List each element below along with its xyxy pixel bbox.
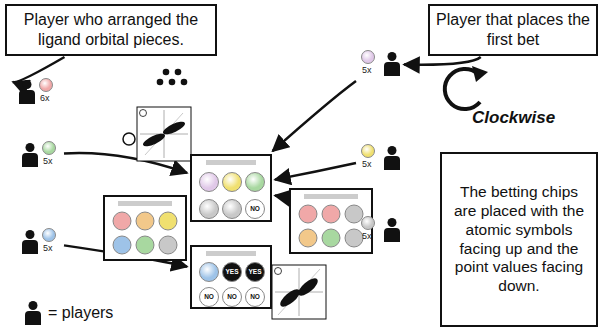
chip-label: NO bbox=[250, 205, 260, 212]
betting-board: YES YES NO NO NO bbox=[190, 245, 272, 309]
chip-count: 5x bbox=[362, 159, 372, 169]
player-icon bbox=[383, 146, 401, 170]
betting-chip bbox=[199, 199, 219, 219]
orbital-marker bbox=[123, 133, 135, 145]
legend-swatch bbox=[24, 301, 42, 325]
betting-chip bbox=[245, 172, 265, 192]
board-header bbox=[206, 251, 256, 256]
callout-box: The betting chips are placed with the at… bbox=[440, 152, 598, 327]
player-icon bbox=[18, 80, 36, 104]
orbital-diagram bbox=[272, 265, 326, 319]
betting-chip bbox=[42, 228, 56, 242]
chip-count: 5x bbox=[43, 243, 53, 253]
betting-chip bbox=[42, 141, 56, 155]
arrow-connector bbox=[275, 163, 356, 180]
chip-count: 5x bbox=[362, 231, 372, 241]
chip-label: NO bbox=[204, 293, 214, 300]
player: 5x bbox=[357, 214, 401, 246]
betting-chip bbox=[361, 50, 375, 64]
player-icon bbox=[21, 143, 39, 167]
chip-count: 5x bbox=[43, 156, 53, 166]
player-icon bbox=[21, 230, 39, 254]
callout-text: The betting chips are placed with the at… bbox=[448, 183, 590, 296]
betting-chip bbox=[361, 144, 375, 158]
board-header bbox=[206, 160, 256, 165]
player: 5x bbox=[19, 226, 63, 258]
betting-chip: NO bbox=[199, 287, 219, 307]
betting-board bbox=[290, 189, 372, 253]
orbital-diagram bbox=[137, 107, 191, 161]
betting-chip bbox=[222, 172, 242, 192]
betting-board: NO bbox=[190, 154, 272, 222]
callout-box: Player who arranged the ligand orbital p… bbox=[5, 4, 217, 56]
legend-text: = players bbox=[48, 304, 113, 322]
chip-count: 5x bbox=[362, 65, 372, 75]
chip-label: NO bbox=[227, 293, 237, 300]
betting-chip bbox=[222, 199, 242, 219]
chip-label: YES bbox=[248, 268, 261, 275]
dots bbox=[157, 69, 188, 86]
callout-text: Player that places the first bet bbox=[436, 10, 590, 49]
betting-chip: NO bbox=[245, 199, 265, 219]
betting-chip bbox=[361, 216, 375, 230]
betting-chip bbox=[199, 172, 219, 192]
player: 5x bbox=[19, 139, 63, 171]
betting-chip: NO bbox=[245, 287, 265, 307]
betting-chip bbox=[39, 78, 53, 92]
arrow-connector bbox=[404, 57, 481, 65]
betting-chip: YES bbox=[222, 262, 242, 282]
player: 6x bbox=[16, 76, 60, 108]
betting-chip: NO bbox=[222, 287, 242, 307]
betting-chip: YES bbox=[245, 262, 265, 282]
chip-label: YES bbox=[225, 268, 238, 275]
chip-label: NO bbox=[250, 293, 260, 300]
betting-board bbox=[104, 196, 186, 260]
chip-count: 6x bbox=[40, 93, 50, 103]
arrow-connector bbox=[13, 57, 65, 82]
legend-entry: = players bbox=[24, 300, 154, 326]
arrow-connector bbox=[273, 81, 356, 151]
clockwise-arrow bbox=[445, 66, 488, 109]
callout-box: Player that places the first bet bbox=[428, 4, 598, 56]
player: 5x bbox=[357, 48, 401, 80]
player-icon bbox=[383, 218, 401, 242]
player-icon bbox=[383, 52, 401, 76]
direction-label: Clockwise bbox=[472, 108, 555, 128]
player: 5x bbox=[357, 142, 401, 174]
betting-chip bbox=[199, 262, 219, 282]
callout-text: Player who arranged the ligand orbital p… bbox=[13, 10, 209, 49]
